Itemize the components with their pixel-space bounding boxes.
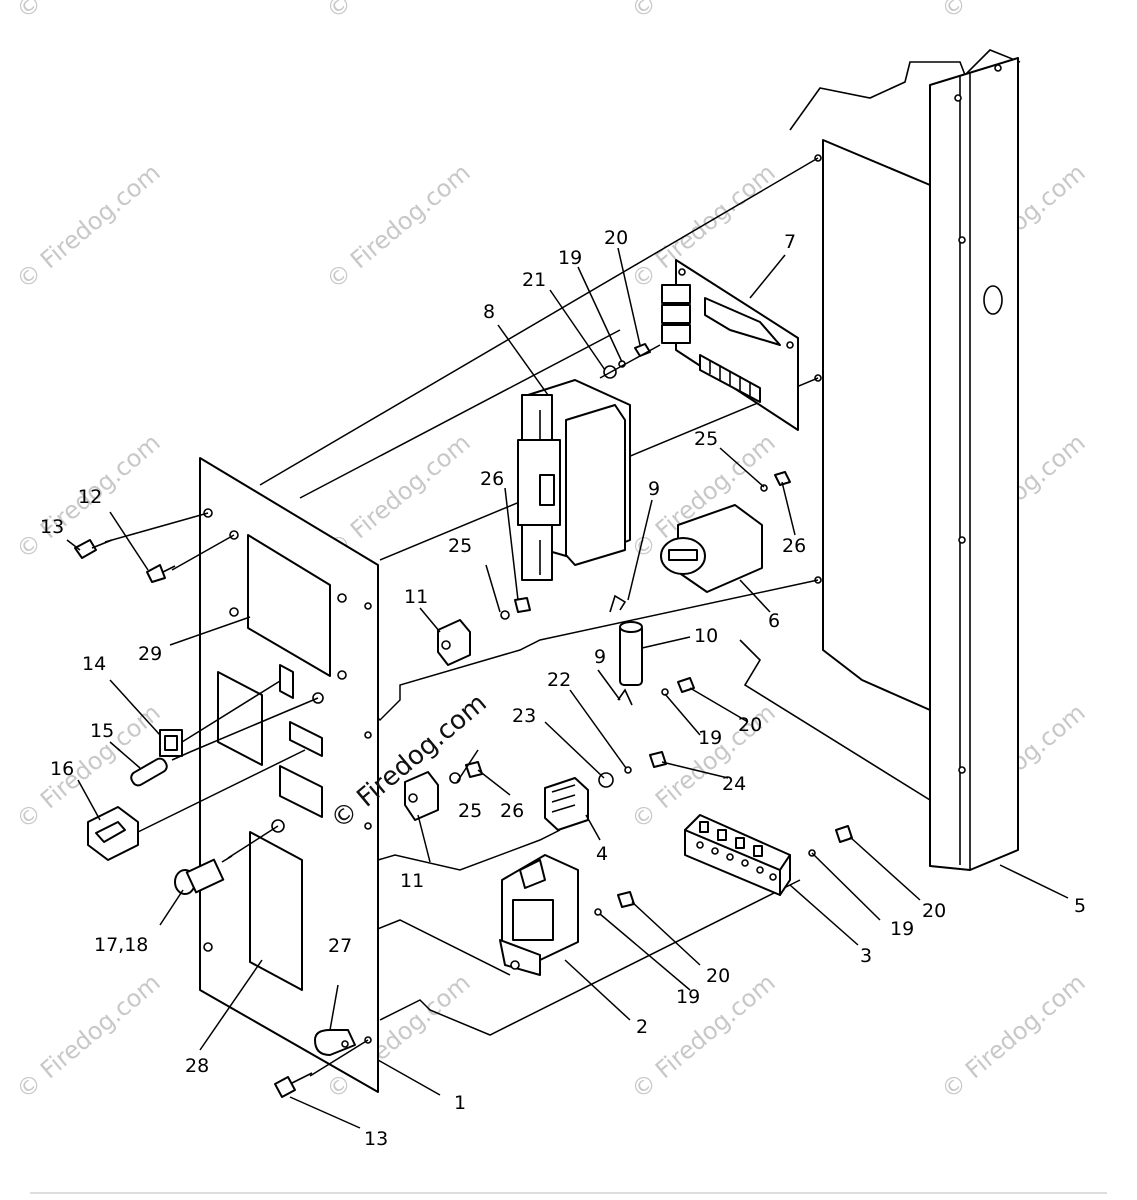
part-12-screw xyxy=(146,564,176,583)
callout-label: 19 xyxy=(698,727,722,749)
callout-label: 26 xyxy=(782,535,806,557)
callout-label: 4 xyxy=(596,843,608,865)
terminal-hardware xyxy=(808,825,853,857)
callout-label: 1 xyxy=(454,1092,466,1114)
watermark: © Firedog.com xyxy=(626,158,781,294)
callout-label: 23 xyxy=(512,705,536,727)
watermark: © Firedog.com xyxy=(626,968,781,1104)
part-10-capacitor xyxy=(609,594,643,706)
callout-label: 19 xyxy=(676,986,700,1008)
part-29-label xyxy=(247,534,331,677)
capacitor-hardware xyxy=(661,677,695,696)
callout-label: 26 xyxy=(480,468,504,490)
callout-label: 9 xyxy=(648,478,660,500)
part-6-hour-meter xyxy=(660,471,791,593)
callout-label: 27 xyxy=(328,935,352,957)
watermark: © Firedog.com xyxy=(11,968,166,1104)
callout-label: 29 xyxy=(138,643,162,665)
part-4-relay xyxy=(544,777,589,831)
callout-label: 25 xyxy=(448,535,472,557)
part-7-circuit-board xyxy=(661,259,799,431)
callout-label: 9 xyxy=(594,646,606,668)
part-15-fuse xyxy=(130,751,191,787)
callout-label: 13 xyxy=(364,1128,388,1150)
callout-label: 10 xyxy=(694,625,718,647)
callout-label: 2 xyxy=(636,1016,648,1038)
callout-label: 17,18 xyxy=(94,934,148,956)
callout-label: 14 xyxy=(82,653,106,675)
callout-label: 20 xyxy=(738,714,762,736)
watermark: © Firedog.com xyxy=(936,0,1091,25)
nut-washer-upper xyxy=(500,597,531,620)
callout-label: 26 xyxy=(500,800,524,822)
callout-label: 22 xyxy=(547,669,571,691)
callout-label: 25 xyxy=(694,428,718,450)
callout-label: 25 xyxy=(458,800,482,822)
callout-label: 21 xyxy=(522,269,546,291)
callout-label: 28 xyxy=(185,1055,209,1077)
callout-label: 20 xyxy=(922,900,946,922)
callout-label: 20 xyxy=(604,227,628,249)
part-28-label xyxy=(249,831,303,991)
part-3-terminal-strip xyxy=(684,814,791,896)
callout-leaders xyxy=(66,247,1069,1129)
part-11-clip-lower xyxy=(404,771,439,821)
component-leader-lines xyxy=(104,512,369,1077)
part-1-front-panel xyxy=(199,457,379,1093)
relay-hardware xyxy=(598,751,667,788)
part-16-rocker-switch xyxy=(87,806,139,861)
part-13-screw-lower xyxy=(274,1072,313,1098)
callout-label: 24 xyxy=(722,773,746,795)
nut-washer-lower xyxy=(449,761,483,784)
watermark: © Firedog.com xyxy=(11,158,166,294)
part-13-screw-upper xyxy=(74,539,113,559)
callout-label: 11 xyxy=(404,586,428,608)
part-27-clamp xyxy=(314,1029,356,1056)
board-hardware xyxy=(599,343,661,379)
watermark: © Firedog.com xyxy=(321,0,476,25)
part-14-switch xyxy=(159,729,183,757)
callout-labels: 1 2 3 4 5 6 7 8 9 9 10 11 11 12 13 13 14… xyxy=(40,227,1086,1150)
watermark: © Firedog.com xyxy=(11,0,166,25)
callout-label: 12 xyxy=(78,486,102,508)
callout-label: 8 xyxy=(483,301,495,323)
watermark: © Firedog.com xyxy=(321,158,476,294)
callout-label: 19 xyxy=(558,247,582,269)
part-5-rail xyxy=(789,49,1021,871)
transformer-hardware xyxy=(594,891,635,916)
callout-label: 15 xyxy=(90,720,114,742)
watermark: © Firedog.com xyxy=(626,0,781,25)
callout-label: 11 xyxy=(400,870,424,892)
back-panel xyxy=(739,139,931,801)
watermark: © Firedog.com xyxy=(936,968,1091,1104)
watermark: © Firedog.com xyxy=(11,698,166,834)
callout-label: 19 xyxy=(890,918,914,940)
callout-label: 5 xyxy=(1074,895,1086,917)
part-11-clip-upper xyxy=(437,619,471,666)
part-17-18-fuse-holder xyxy=(174,855,233,895)
callout-label: 20 xyxy=(706,965,730,987)
callout-label: 3 xyxy=(860,945,872,967)
part-8-contactor xyxy=(517,379,631,581)
callout-label: 16 xyxy=(50,758,74,780)
callout-label: 7 xyxy=(784,231,796,253)
callout-label: 6 xyxy=(768,610,780,632)
part-2-transformer xyxy=(499,854,579,976)
callout-label: 13 xyxy=(40,516,64,538)
